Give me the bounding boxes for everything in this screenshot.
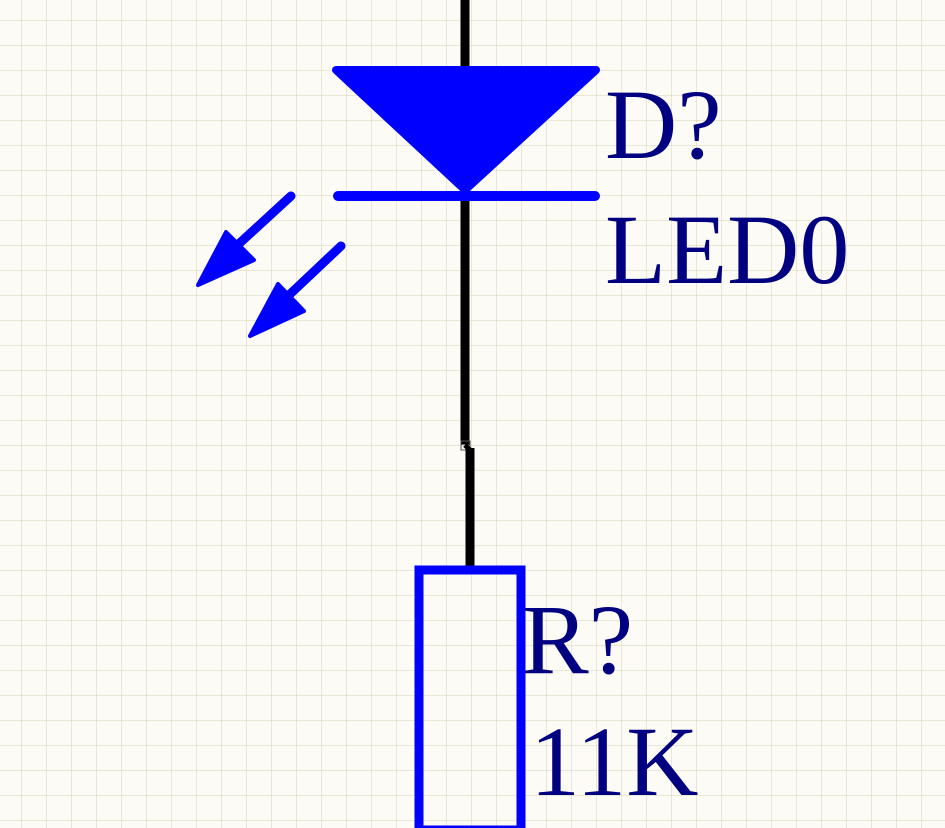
led-emission-arrow-2 (248, 241, 346, 338)
wire-jog (463, 443, 472, 452)
led-value-label[interactable]: LED0 (605, 194, 850, 305)
led-emission-arrow-1 (196, 191, 296, 287)
led-symbol[interactable] (196, 66, 600, 338)
resistor-value-label[interactable]: 11K (530, 706, 699, 817)
resistor-body[interactable] (414, 565, 526, 828)
led-triangle (332, 66, 600, 194)
resistor-designator-label[interactable]: R? (522, 584, 634, 695)
led-designator-label[interactable]: D? (605, 69, 722, 180)
